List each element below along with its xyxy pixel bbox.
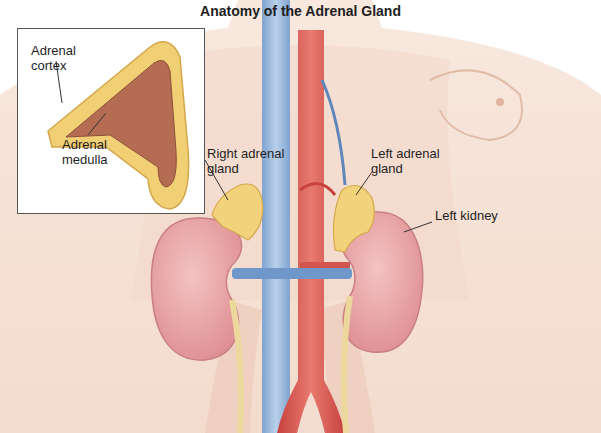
part-label: Right adrenal gland [207, 146, 307, 176]
left-adrenal [334, 186, 375, 253]
right-kidney [151, 218, 241, 360]
breast-outline [430, 70, 522, 140]
adrenal-artery [300, 184, 335, 195]
left-ureter [344, 296, 350, 433]
renal-artery [300, 262, 350, 268]
title: Anatomy of the Adrenal Gland [0, 4, 601, 19]
part-label: Left kidney [435, 208, 535, 223]
leader-line [404, 222, 432, 232]
adrenal-vein [322, 80, 345, 185]
right-ureter [232, 300, 241, 433]
part-label: Adrenal cortex [31, 43, 93, 73]
nipple [496, 98, 504, 106]
part-label: Adrenal medulla [62, 137, 124, 167]
leader-line [356, 172, 372, 195]
inset-box: Adrenal cortexAdrenal medulla [17, 28, 205, 214]
vena-cava [262, 0, 290, 433]
renal-vein [232, 268, 352, 279]
part-label: Left adrenal gland [371, 146, 467, 176]
right-adrenal [212, 184, 263, 240]
